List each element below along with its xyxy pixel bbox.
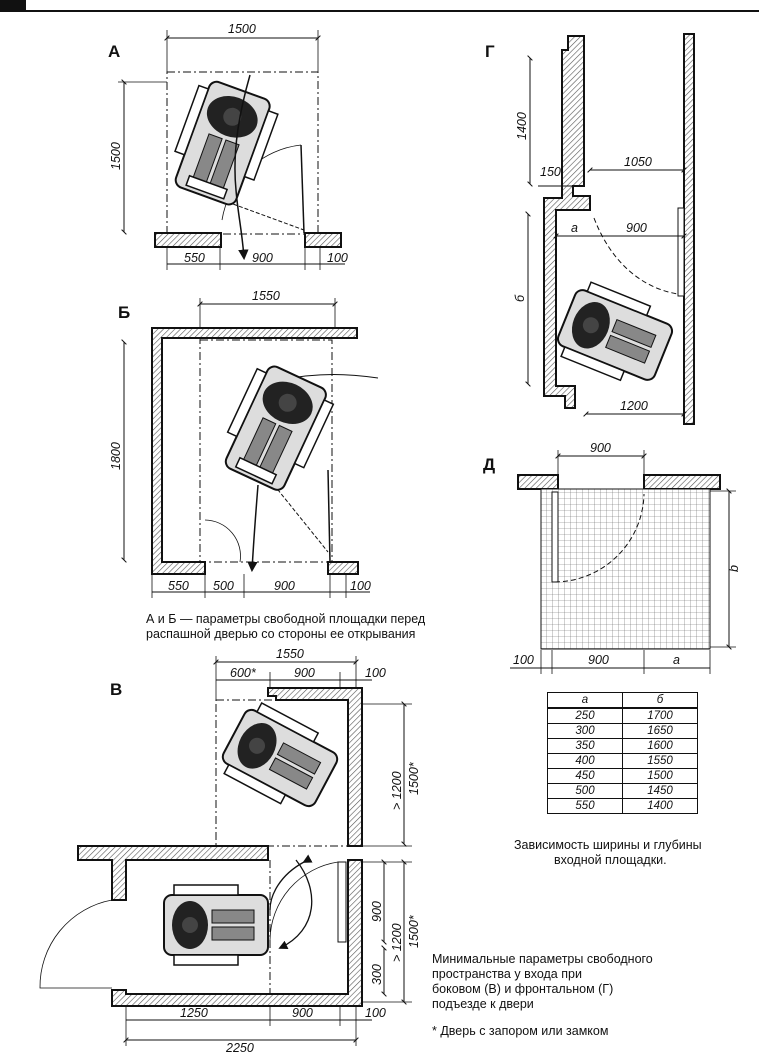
wheelchair-user-icon: [163, 884, 269, 966]
dim-g-side: 150: [540, 165, 561, 179]
table-cell: 250: [547, 707, 623, 724]
dim-d-top: 900: [590, 441, 611, 455]
dim-d-door: 900: [588, 653, 609, 667]
wheelchair-user-icon: [221, 701, 339, 808]
table-cell: 1400: [622, 798, 698, 814]
dim-g-inner: 1050: [624, 155, 652, 169]
table-cell: 400: [547, 753, 623, 769]
dim-b-width: 1550: [252, 289, 280, 303]
dim-v-r6: 300: [370, 964, 384, 985]
wheelchair-user-icon: [556, 281, 674, 382]
dim-v-top-c: 100: [365, 666, 386, 680]
dim-a-right: 100: [327, 251, 348, 265]
dim-v-r5: 1500*: [407, 914, 421, 948]
table-header-a: а: [547, 692, 623, 709]
panel-a: А 1500 1500: [108, 22, 348, 270]
dim-v-r4: > 1200: [390, 923, 404, 962]
wheelchair-user-icon: [224, 365, 335, 491]
table-cell: 450: [547, 768, 623, 784]
table-cell: 300: [547, 723, 623, 739]
dim-b-right: 100: [350, 579, 371, 593]
top-header-bar: [0, 0, 759, 16]
dim-d-left: 100: [513, 653, 534, 667]
dim-v-bot-b: 900: [292, 1006, 313, 1020]
table-cell: 500: [547, 783, 623, 799]
dim-v-top-b: 900: [294, 666, 315, 680]
dim-b-left: 550: [168, 579, 189, 593]
caption-min-line3: боковом (В) и фронтальном (Г): [432, 982, 614, 996]
table-cell: 1700: [622, 707, 698, 724]
dim-g-b: б: [513, 294, 527, 302]
dim-d-b: b: [727, 565, 741, 572]
dim-b-door: 900: [274, 579, 295, 593]
panel-v: В 1550 600* 900 100: [39, 647, 421, 1055]
dim-a-height: 1500: [109, 142, 123, 170]
caption-ab-line2: распашной дверью со стороны ее открывани…: [146, 627, 416, 641]
table-cell: 1600: [622, 738, 698, 754]
dim-a-door: 900: [252, 251, 273, 265]
caption-ab-line1: А и Б — параметры свободной площадки пер…: [146, 612, 426, 626]
dim-a-width: 1500: [228, 22, 256, 36]
table-cell: 350: [547, 738, 623, 754]
dim-b-gap: 500: [213, 579, 234, 593]
dim-d-a: а: [673, 653, 680, 667]
dim-g-a: а: [571, 221, 578, 235]
table-header-row: а б: [547, 692, 698, 709]
dim-v-bot-c: 100: [365, 1006, 386, 1020]
dim-v-r3: 900: [370, 901, 384, 922]
dim-g-top: 1400: [515, 112, 529, 140]
dim-v-bot-a: 1250: [180, 1006, 208, 1020]
table-cell: 1650: [622, 723, 698, 739]
dim-v-r1: > 1200: [390, 771, 404, 810]
header-rule: [26, 10, 759, 12]
caption-min-line2: пространства у входа при: [432, 967, 582, 981]
dim-b-height: 1800: [109, 442, 123, 470]
caption-min-line4: подъезде к двери: [432, 997, 534, 1011]
dim-v-top-total: 1550: [276, 647, 304, 661]
dim-g-bottom: 1200: [620, 399, 648, 413]
caption-table-line2: входной площадки.: [554, 853, 667, 867]
table-cell: 1500: [622, 768, 698, 784]
table-cell: 550: [547, 798, 623, 814]
dim-v-bot-total: 2250: [225, 1041, 254, 1055]
caption-table: Зависимость ширины и глубины входной пло…: [514, 838, 702, 868]
panel-v-label: В: [110, 680, 122, 699]
table-cell: 1550: [622, 753, 698, 769]
panel-g: Г 1400 150 1050 а 900 б 1200: [485, 33, 695, 425]
dim-v-r2: 1500*: [407, 761, 421, 795]
panel-g-label: Г: [485, 42, 495, 61]
panel-a-label: А: [108, 42, 120, 61]
table-header-b: б: [622, 692, 698, 709]
wheelchair-user-icon: [174, 80, 279, 206]
panel-d: Д 900 b 100 900 а: [483, 441, 741, 674]
header-block: [0, 0, 26, 12]
panel-b-label: Б: [118, 303, 130, 322]
caption-ab: А и Б — параметры свободной площадки пер…: [146, 612, 425, 642]
panel-b: Б 1550 1800: [109, 289, 379, 598]
footnote: * Дверь с запором или замком: [432, 1024, 609, 1038]
caption-table-line1: Зависимость ширины и глубины: [514, 838, 702, 852]
dim-v-top-a: 600*: [230, 666, 257, 680]
table-cell: 1450: [622, 783, 698, 799]
caption-min: Минимальные параметры свободного простра…: [432, 952, 653, 1012]
dim-g-door: 900: [626, 221, 647, 235]
dim-a-left: 550: [184, 251, 205, 265]
panel-d-label: Д: [483, 455, 495, 474]
caption-min-line1: Минимальные параметры свободного: [432, 952, 653, 966]
